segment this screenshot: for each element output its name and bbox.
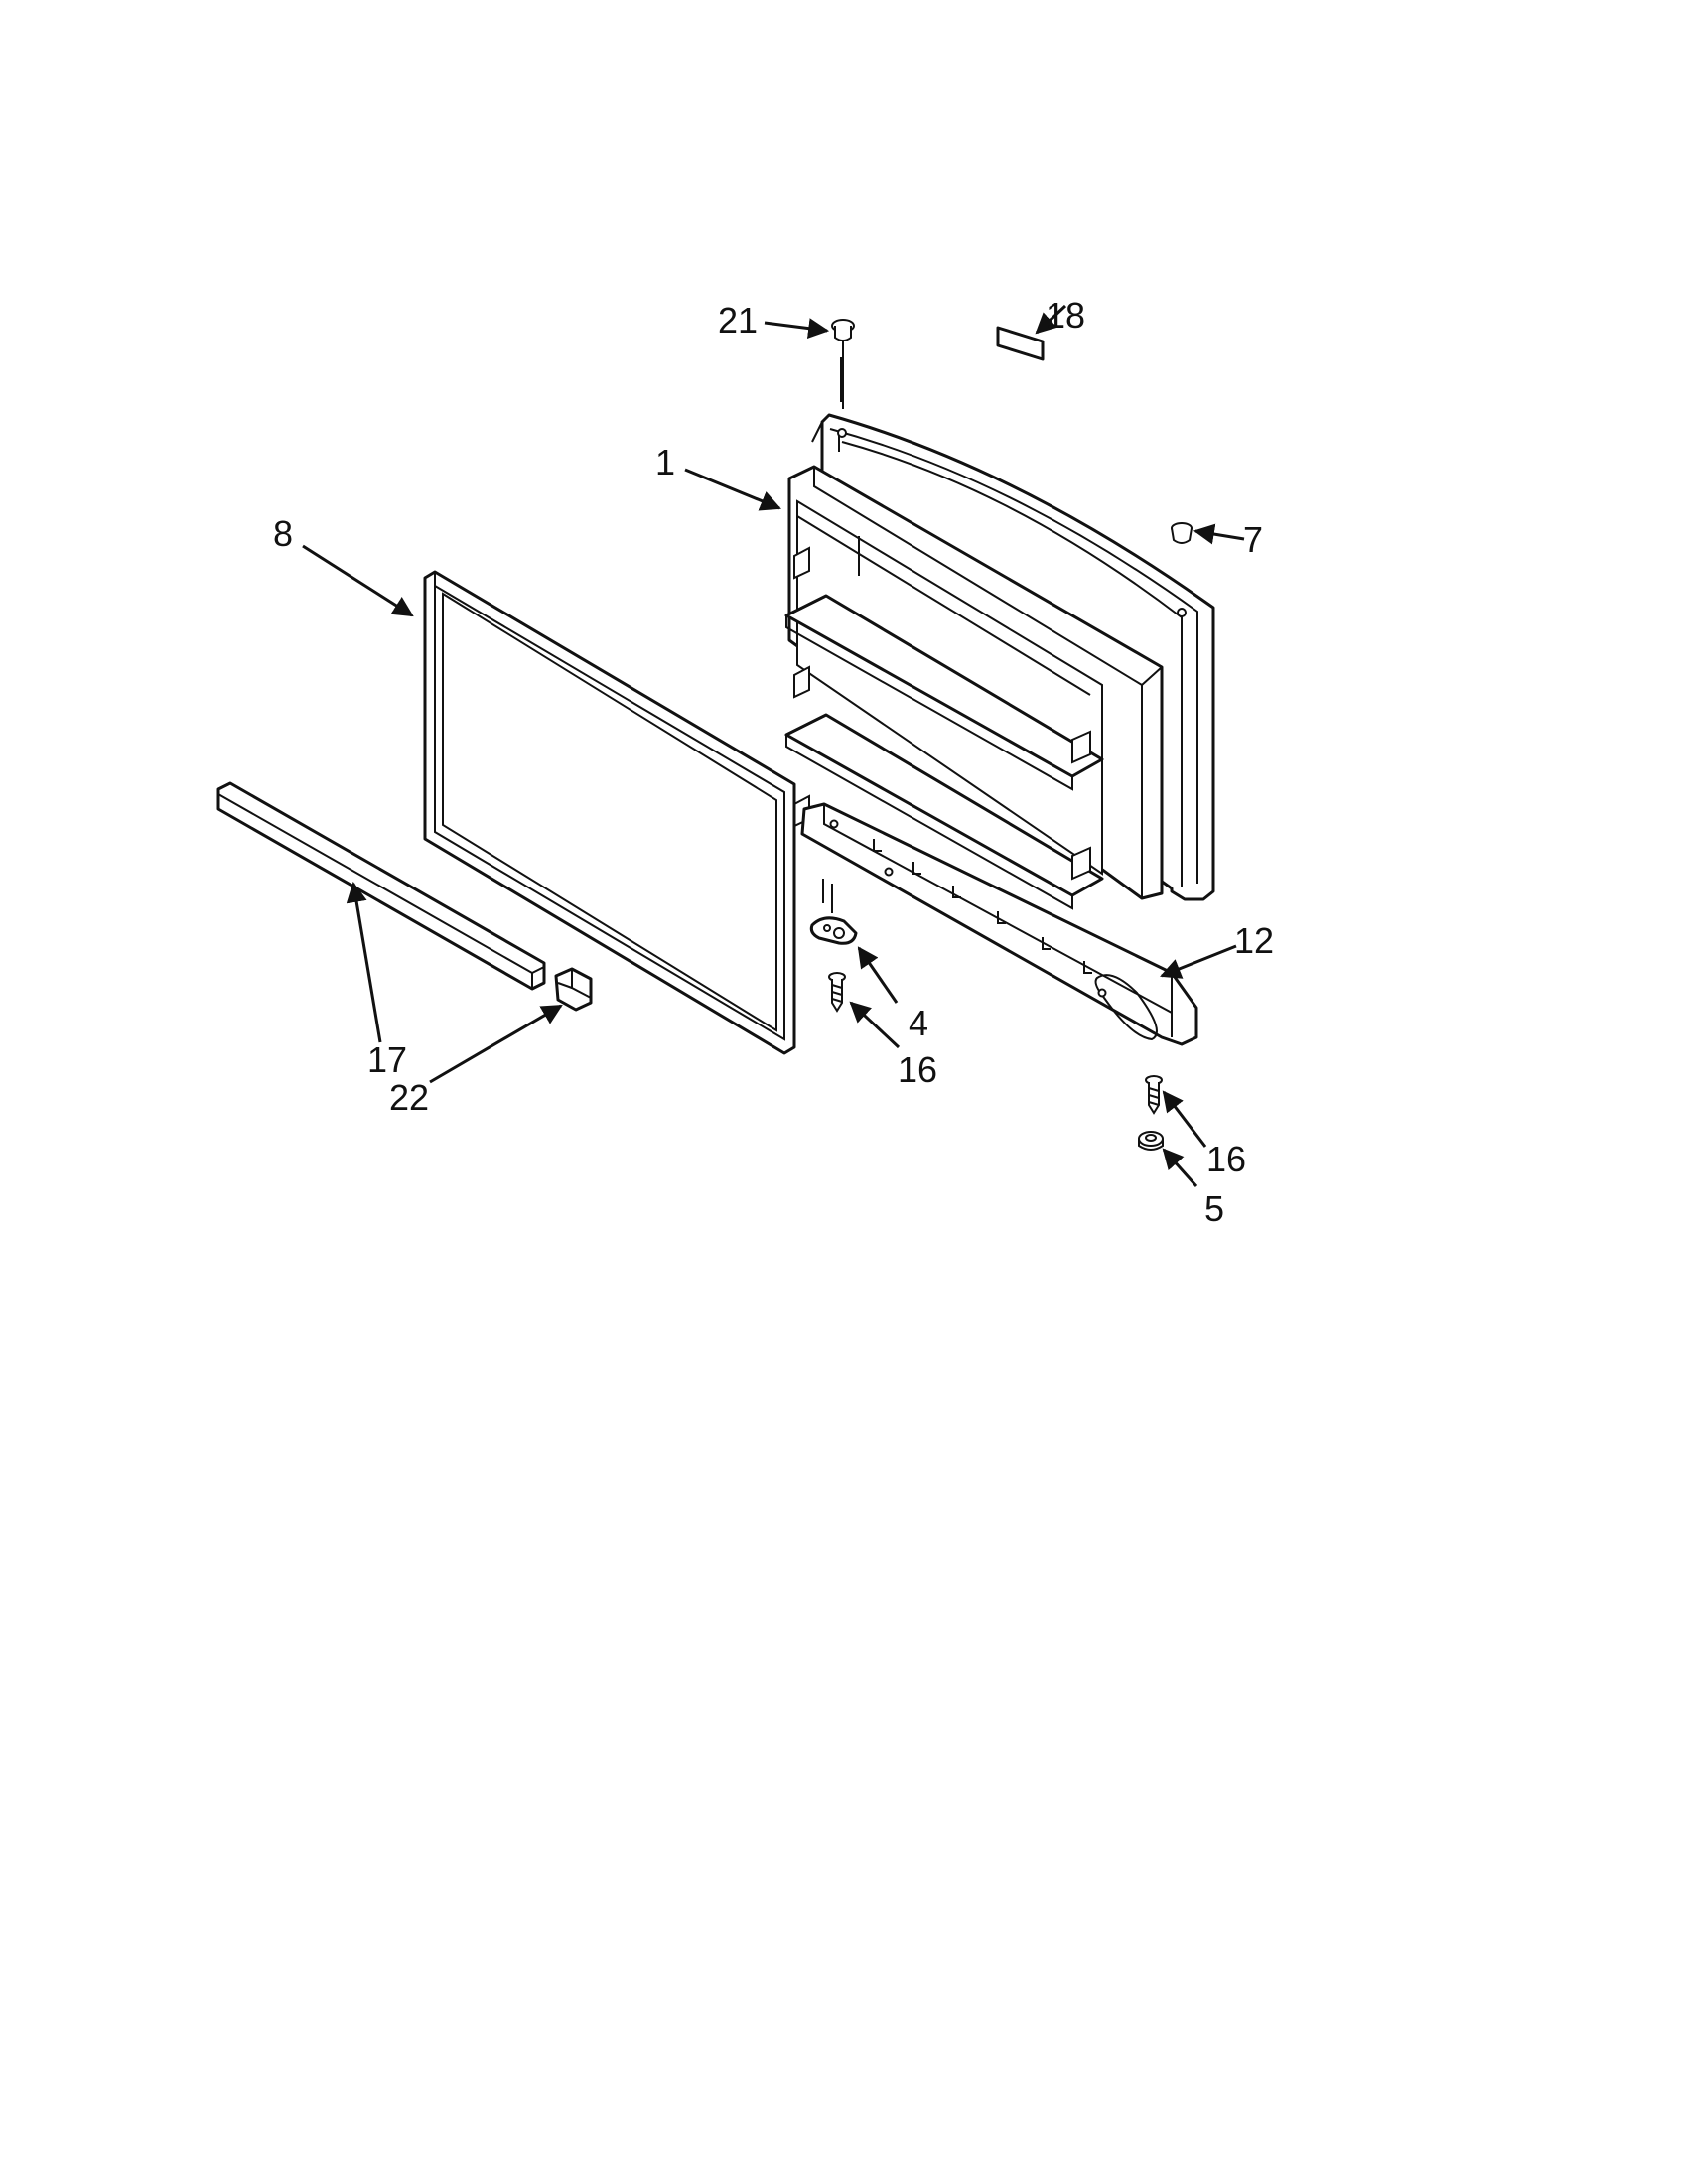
leader-12: [1160, 944, 1237, 979]
leader-8: [302, 544, 414, 617]
label-7: 7: [1243, 519, 1263, 560]
leader-4: [857, 946, 899, 1004]
label-4: 4: [909, 1003, 928, 1043]
door-liner-part: [784, 413, 1215, 910]
trim-strip-part: [216, 781, 546, 991]
screw-right-part: [1145, 1075, 1163, 1115]
label-12: 12: [1234, 920, 1274, 961]
label-17: 17: [367, 1039, 407, 1080]
leader-16-right: [1162, 1090, 1207, 1148]
leader-18: [1035, 304, 1067, 335]
leader-21: [764, 318, 830, 340]
leader-1: [684, 468, 781, 511]
plug-button-part: [1171, 522, 1193, 544]
label-16-left: 16: [898, 1049, 937, 1090]
label-1: 1: [655, 442, 675, 482]
stop-pin-part: [831, 319, 855, 409]
leader-22: [429, 1004, 563, 1084]
label-18: 18: [1046, 295, 1085, 336]
label-16-right: 16: [1206, 1139, 1246, 1179]
screw-left-part: [828, 972, 846, 1013]
label-22: 22: [389, 1077, 429, 1118]
leader-7: [1193, 523, 1245, 545]
logo-badge-part: [996, 326, 1045, 361]
leader-17: [346, 881, 382, 1043]
door-gasket-part: [423, 570, 796, 1055]
end-cap-part: [554, 967, 593, 1012]
leader-5: [1162, 1148, 1198, 1187]
label-8: 8: [273, 513, 293, 554]
door-handle-part: [800, 802, 1198, 1046]
hinge-pin-part: [809, 879, 858, 945]
label-21: 21: [718, 300, 758, 341]
washer-part: [1138, 1131, 1164, 1151]
label-5: 5: [1204, 1188, 1224, 1229]
leader-16-left: [849, 1001, 901, 1049]
